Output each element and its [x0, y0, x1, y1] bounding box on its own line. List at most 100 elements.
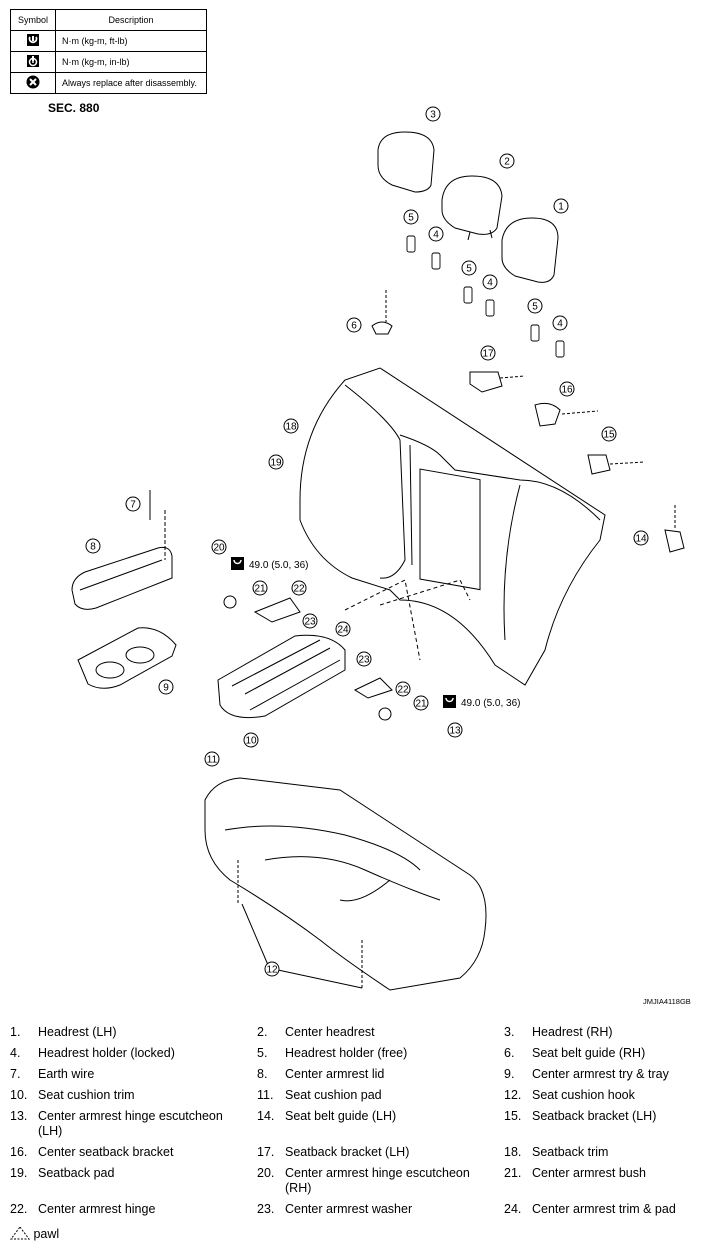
part-number: 21.: [504, 1166, 522, 1180]
callout-circle-24: [335, 621, 351, 637]
callout-circle-20: [211, 539, 227, 555]
callout-7: 7: [130, 500, 136, 511]
armrest-lid-shape: [71, 546, 173, 610]
part-number: 23.: [257, 1202, 275, 1216]
part-label: Headrest (LH): [38, 1025, 117, 1039]
always-replace-icon: [26, 75, 40, 89]
callout-circle-7: [125, 496, 141, 512]
callout-8: 8: [90, 542, 96, 553]
part-number: 9.: [504, 1067, 515, 1081]
part-label: Headrest holder (locked): [38, 1046, 175, 1060]
callout-circle-12: [264, 961, 280, 977]
pawl-note-text: pawl: [33, 1227, 60, 1241]
part-number: 10.: [10, 1088, 28, 1102]
callout-circle-13: [447, 722, 463, 738]
callout-4: 4: [487, 278, 493, 289]
callout-22: 22: [397, 685, 409, 696]
section-label: SEC. 880: [48, 101, 100, 115]
torque-nm-ftlb-icon: [27, 34, 39, 46]
callout-5: 5: [466, 264, 472, 275]
seat-belt-guide-lh-shape: [664, 529, 685, 553]
callout-22: 22: [293, 584, 305, 595]
headrest-lh-shape: [501, 217, 559, 283]
torque-nm-inlb-icon: [27, 55, 39, 67]
callout-circle-4: [482, 274, 498, 290]
part-label: Center seatback bracket: [38, 1145, 174, 1159]
callout-3: 3: [430, 110, 436, 121]
callout-1: 1: [558, 202, 564, 213]
part-number: 13.: [10, 1109, 28, 1123]
part-label: Seatback bracket (LH): [285, 1145, 410, 1159]
part-number: 12.: [504, 1088, 522, 1102]
hinge-22-left: [253, 597, 301, 623]
part-number: 20.: [257, 1166, 275, 1180]
part-number: 19.: [10, 1166, 28, 1180]
callout-circle-22: [291, 580, 307, 596]
torque-value-lower: 49.0 (5.0, 36): [461, 698, 520, 709]
part-number: 15.: [504, 1109, 522, 1123]
callout-circle-21: [413, 695, 429, 711]
callout-5: 5: [532, 302, 538, 313]
part-number: 5.: [257, 1046, 268, 1060]
part-label: Seatback trim: [532, 1145, 609, 1159]
callout-circle-21: [252, 580, 268, 596]
part-number: 16.: [10, 1145, 28, 1159]
part-label: Seat belt guide (RH): [532, 1046, 646, 1060]
part-label: Earth wire: [38, 1067, 95, 1081]
callout-23: 23: [304, 617, 316, 628]
exploded-seat-diagram: 49.0 (5.0, 36) 49.0 (5.0, 36) 1234567891…: [71, 106, 691, 1006]
callout-14: 14: [635, 534, 647, 545]
callout-6: 6: [351, 321, 357, 332]
part-number: 22.: [10, 1202, 28, 1216]
callout-circle-17: [480, 345, 496, 361]
figure-id: JMJIA4118GB: [643, 997, 691, 1006]
part-label: Headrest (RH): [532, 1025, 613, 1039]
torque-value-upper: 49.0 (5.0, 36): [249, 560, 308, 571]
callout-circle-3: [425, 106, 441, 122]
callout-5: 5: [408, 213, 414, 224]
part-label: Center armrest washer: [285, 1202, 413, 1216]
callout-circle-9: [158, 679, 174, 695]
center-seatback-bracket-16: [534, 402, 561, 427]
callout-circle-6: [346, 317, 362, 333]
part-number: 3.: [504, 1025, 515, 1039]
part-label: Center armrest trim & pad: [532, 1202, 676, 1216]
part-label: Center armrest hinge escutcheon (RH): [285, 1166, 470, 1195]
part-label: Center armrest bush: [532, 1166, 646, 1180]
callout-16: 16: [561, 385, 573, 396]
callout-21: 21: [415, 699, 427, 710]
callout-circle-4: [428, 226, 444, 242]
pawl-triangle-icon: [10, 1226, 30, 1240]
callout-10: 10: [245, 736, 257, 747]
callout-circle-23: [356, 651, 372, 667]
armrest-tray-shape: [77, 627, 177, 689]
callout-circle-5: [461, 260, 477, 276]
headrest-rh-shape: [377, 131, 435, 193]
part-label: Center armrest lid: [285, 1067, 385, 1081]
callout-12: 12: [266, 965, 278, 976]
center-headrest-shape: [441, 175, 503, 235]
seatback-shape: [299, 367, 606, 686]
part-number: 6.: [504, 1046, 515, 1060]
part-number: 11.: [257, 1088, 274, 1102]
callout-circle-4: [552, 315, 568, 331]
part-label: Seat cushion pad: [285, 1088, 382, 1102]
callout-18: 18: [285, 422, 297, 433]
callout-circle-23: [302, 613, 318, 629]
callout-circle-1: [553, 198, 569, 214]
callout-circle-16: [559, 381, 575, 397]
part-number: 7.: [10, 1067, 21, 1081]
callout-19: 19: [270, 458, 282, 469]
part-number: 17.: [257, 1145, 275, 1159]
part-number: 24.: [504, 1202, 522, 1216]
symbol-legend-table: Symbol Description N·m (kg-m, ft-lb) N·m…: [10, 9, 207, 94]
part-number: 8.: [257, 1067, 268, 1081]
part-number: 2.: [257, 1025, 268, 1039]
part-label: Seatback pad: [38, 1166, 115, 1180]
part-label: Seat cushion hook: [532, 1088, 635, 1102]
callout-circle-14: [633, 530, 649, 546]
callout-2: 2: [504, 157, 510, 168]
callout-circle-10: [243, 732, 259, 748]
callout-circle-5: [527, 298, 543, 314]
callout-20: 20: [213, 543, 225, 554]
